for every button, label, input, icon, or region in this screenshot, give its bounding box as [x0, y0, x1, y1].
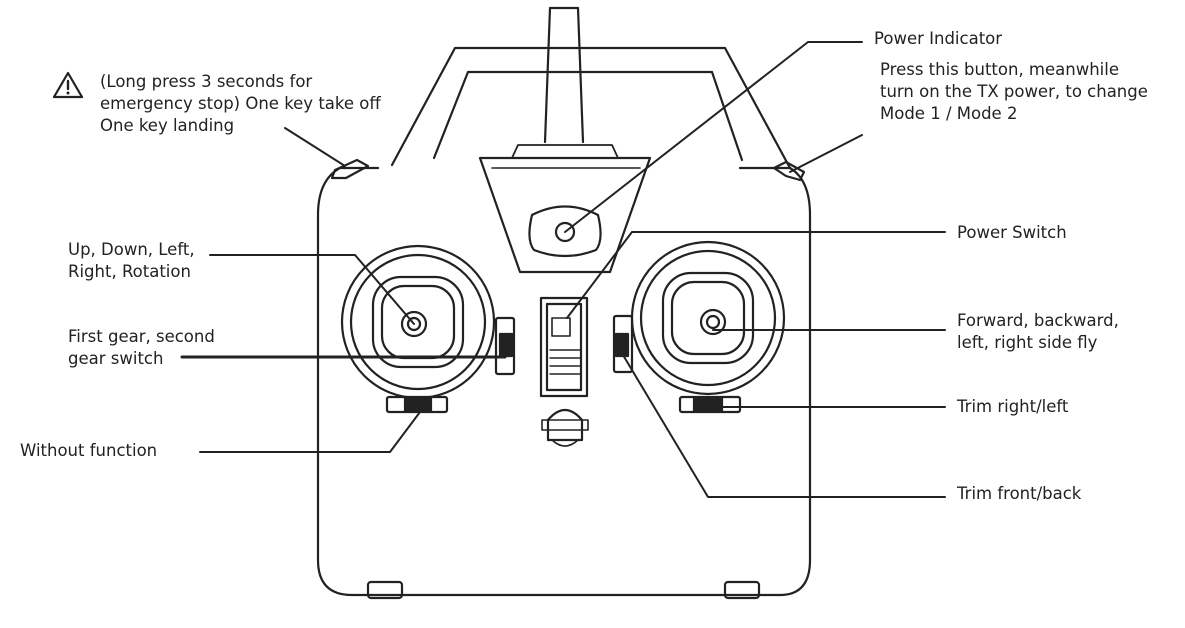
without-function-label: Without function	[20, 441, 158, 460]
left-vertical-trim	[494, 316, 516, 376]
transmitter-handle	[390, 46, 792, 170]
right-horizontal-trim	[678, 395, 742, 414]
right-shoulder-button	[772, 160, 806, 182]
mode-button	[528, 205, 602, 258]
emergency-label-line3: One key landing	[100, 116, 235, 135]
right-stick-label-line1: Forward, backward,	[957, 311, 1119, 330]
callout-lines	[180, 41, 946, 498]
mode-label-line2: turn on the TX power, to change	[880, 82, 1148, 101]
antenna	[543, 6, 585, 144]
power-switch-label: Power Switch	[957, 223, 1067, 242]
mode-label-line1: Press this button, meanwhile	[880, 60, 1120, 79]
warning-triangle-icon	[52, 71, 84, 99]
left-horizontal-trim	[385, 395, 449, 414]
right-vertical-trim	[612, 314, 634, 374]
left-stick	[340, 244, 496, 400]
right-stick-label-line2: left, right side fly	[957, 333, 1098, 352]
left-shoulder-button	[330, 158, 370, 180]
left-foot	[366, 580, 404, 600]
mode-label-line3: Mode 1 / Mode 2	[880, 104, 1018, 123]
left-stick-label-line1: Up, Down, Left,	[68, 240, 195, 259]
emergency-label-line1: (Long press 3 seconds for	[100, 72, 313, 91]
left-stick-label-line2: Right, Rotation	[68, 262, 191, 281]
right-stick	[630, 240, 786, 396]
power-indicator-light	[554, 221, 576, 243]
gear-label-line1: First gear, second	[68, 327, 215, 346]
power-switch	[539, 296, 589, 398]
right-foot	[723, 580, 761, 600]
lanyard-clip	[541, 408, 589, 447]
gear-label-line2: gear switch	[68, 349, 164, 368]
trim-front-back-label: Trim front/back	[957, 484, 1082, 503]
trim-right-left-label: Trim right/left	[957, 397, 1069, 416]
emergency-label-line2: emergency stop) One key take off	[100, 94, 381, 113]
power-indicator-label: Power Indicator	[874, 29, 1003, 48]
transmitter-body	[316, 166, 812, 597]
